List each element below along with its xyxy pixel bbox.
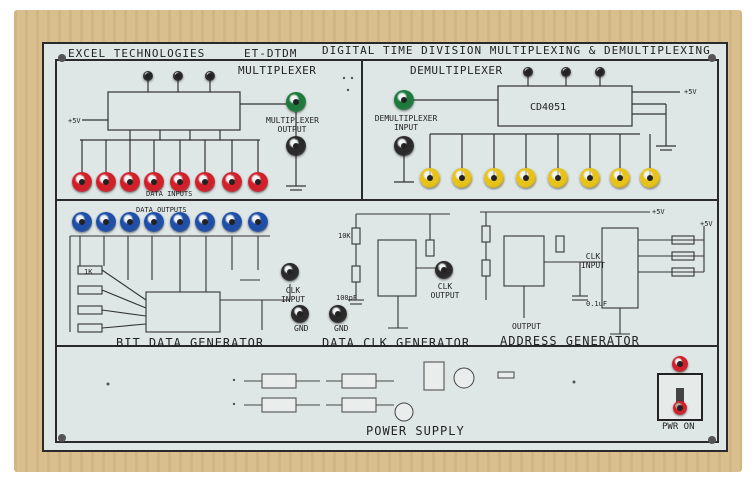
power-capacitor [453,367,475,389]
power-switch-toggle [676,388,684,408]
data-input-terminal-6[interactable] [222,172,242,192]
bit-generator-section-label: BIT DATA GENERATOR [116,336,265,350]
power-rectifier-2 [261,397,297,413]
data-output-terminal-1[interactable] [96,212,116,232]
address-generator-section-label: ADDRESS GENERATOR [500,334,640,348]
resistor-1k-label: 1K [84,268,93,276]
cap-01uf-label: 0.1uF [586,300,608,308]
demux-chip-label: CD4051 [530,102,567,113]
trainer-panel [42,42,728,452]
data-input-terminal-5[interactable] [195,172,215,192]
data-output-terminal-0[interactable] [72,212,92,232]
address-pin-5[interactable] [595,67,605,77]
power-rectifier-1 [261,373,297,389]
addr-chip-1 [503,235,545,287]
gnd-terminal-1[interactable] [291,305,309,323]
screw-bottom-right [708,436,716,444]
mux-output-terminal-black[interactable] [286,136,306,156]
power-supply-section-label: POWER SUPPLY [366,424,465,438]
power-rectifier-4 [341,397,377,413]
demux-output-terminal-7[interactable] [640,168,660,188]
demux-input-label: DEMULTIPLEXER INPUT [374,114,438,132]
address-pin-1[interactable] [173,71,183,81]
gnd-terminal-2[interactable] [329,305,347,323]
addr-vcc-label-2: +5V [700,220,713,228]
clk-output-terminal[interactable] [435,261,453,279]
data-output-terminal-6[interactable] [222,212,242,232]
clk-output-label: CLK OUTPUT [430,282,460,300]
cap-100pf-label: 100pF [336,294,358,302]
demux-section-label: DEMULTIPLEXER [410,64,503,77]
company-name: EXCEL TECHNOLOGIES [68,47,206,60]
screw-bottom-left [58,434,66,442]
mux-output-terminal-green[interactable] [286,92,306,112]
demux-output-terminal-1[interactable] [452,168,472,188]
bottom-section-border [55,345,719,443]
data-output-terminal-7[interactable] [248,212,268,232]
address-pin-2[interactable] [205,71,215,81]
data-output-terminal-3[interactable] [144,212,164,232]
clk-input-label: CLK INPUT [280,286,306,304]
gnd-label-2: GND [334,324,349,333]
demux-vcc-label: +5V [684,88,697,96]
data-input-terminal-4[interactable] [170,172,190,192]
model-number: ET-DTDM [244,47,298,60]
demux-output-terminal-4[interactable] [548,168,568,188]
address-pin-4[interactable] [561,67,571,77]
data-output-terminal-5[interactable] [195,212,215,232]
address-pin-3[interactable] [523,67,533,77]
panel-title: DIGITAL TIME DIVISION MULTIPLEXING & DEM… [322,44,711,57]
data-input-terminal-7[interactable] [248,172,268,192]
screw-top-left [58,54,66,62]
addr-clk-input-label: CLK INPUT [580,252,606,270]
data-inputs-label: DATA INPUTS [146,190,193,198]
demux-output-terminal-2[interactable] [484,168,504,188]
address-pin-0[interactable] [143,71,153,81]
demux-output-terminal-3[interactable] [516,168,536,188]
clk-chip [377,239,417,297]
pwr-on-label: PWR ON [662,422,695,432]
mux-chip [107,91,241,131]
demux-chip [497,85,633,127]
data-input-terminal-3[interactable] [144,172,164,192]
data-input-terminal-1[interactable] [96,172,116,192]
data-output-terminal-2[interactable] [120,212,140,232]
clk-generator-section-label: DATA CLK GENERATOR [322,336,471,350]
power-switch-button[interactable] [673,401,687,415]
bit-generator-chip [145,291,221,333]
mux-output-label: MULTIPLEXER OUTPUT [266,116,319,134]
power-capacitor-2 [394,402,414,422]
resistor-10k-label: 10K [338,232,351,240]
voltage-regulator [423,361,445,391]
mux-section-label: MULTIPLEXER [238,64,317,77]
data-outputs-label: DATA OUTPUTS [136,206,187,214]
demux-output-terminal-5[interactable] [580,168,600,188]
demux-input-terminal-black[interactable] [394,136,414,156]
screw-top-right [708,54,716,62]
demux-input-terminal-green[interactable] [394,90,414,110]
demux-output-terminal-0[interactable] [420,168,440,188]
data-output-terminal-4[interactable] [170,212,190,232]
data-input-terminal-0[interactable] [72,172,92,192]
gnd-label-1: GND [294,324,309,333]
data-input-terminal-2[interactable] [120,172,140,192]
power-rectifier-3 [341,373,377,389]
addr-output-label: OUTPUT [512,322,541,331]
mux-vcc-label: +5V [68,117,81,125]
addr-vcc-label: +5V [652,208,665,216]
power-indicator-lamp[interactable] [672,356,688,372]
clk-input-terminal[interactable] [281,263,299,281]
demux-output-terminal-6[interactable] [610,168,630,188]
